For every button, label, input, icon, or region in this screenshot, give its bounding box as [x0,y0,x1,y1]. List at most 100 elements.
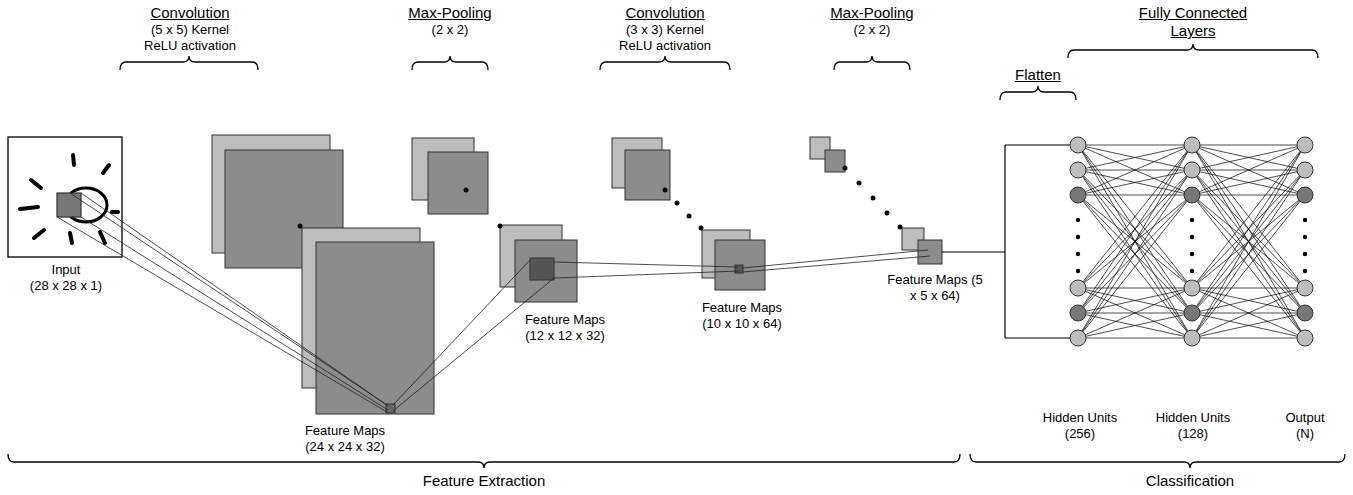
projection-line [393,260,530,405]
projection-line [81,217,388,410]
dot [1076,235,1080,239]
bracket [600,56,730,70]
projection-line [70,193,387,405]
brackets [8,44,1345,468]
dot [1190,235,1194,239]
neuron [1184,187,1200,203]
projection-line [554,271,739,278]
weight-line [1192,288,1305,338]
neuron [1070,330,1086,346]
shape-label: Hidden Units (128) [1148,410,1238,441]
layer-detail: (5 x 5) Kernel ReLU activation [138,22,243,53]
feature-map [918,240,942,264]
dot [898,225,903,230]
feature-map [428,152,488,214]
dot [843,166,848,171]
feature-map [825,150,845,172]
weight-line [1192,338,1305,339]
shape-label: Output (N) [1278,410,1333,441]
section-label: Feature Extraction [374,472,594,490]
flatten-line [1005,144,1070,145]
weight-line [1078,313,1192,338]
weight-line [1192,170,1305,338]
projection-line [743,250,928,268]
projection-line [554,262,738,267]
neuron [1184,137,1200,153]
weight-line [1192,145,1305,338]
bracket [1000,86,1076,100]
sun-ray [34,230,44,238]
sun-ray [103,165,109,173]
layer-heading: Flatten [993,66,1083,84]
shape-label: Hidden Units (256) [1035,410,1125,441]
sun-ray [20,207,38,209]
weight-line [1078,338,1192,339]
maps [212,135,942,414]
brace [970,454,1345,468]
dot [687,214,692,219]
neuron [1070,162,1086,178]
shape-label: Feature Maps (24 x 24 x 32) [295,423,395,454]
flatten-line [942,251,1005,252]
dot [699,226,704,231]
sun-ray [112,210,118,214]
dot [663,188,668,193]
weight-line [1192,195,1305,338]
layer-heading: Fully Connected Layers [1123,4,1263,40]
bracket [1068,44,1318,58]
dot [298,224,303,229]
sun-ray [100,232,105,243]
dot [1190,269,1194,273]
dot [1190,252,1194,256]
layer-heading: Max-Pooling [380,4,520,22]
bracket [120,56,258,70]
dot [498,224,503,229]
neuron [1297,137,1313,153]
dot [1190,218,1194,222]
flatten-line [1004,145,1005,338]
section-label: Classification [1090,472,1290,490]
neuron [1070,187,1086,203]
input-image [8,137,122,257]
layer-detail: (3 x 3) Kernel ReLU activation [613,22,718,53]
feature-map [515,240,577,302]
kernel-patch [530,258,554,280]
brace [8,454,960,468]
projection-line [57,217,387,412]
sun-ray [70,233,72,243]
dot [1303,218,1307,222]
weight-line [1078,170,1192,338]
shape-label: Feature Maps (12 x 12 x 32) [515,312,615,343]
neuron [1297,280,1313,296]
dot [464,188,469,193]
bracket [834,56,910,70]
neuron [1070,137,1086,153]
weight-line [1192,170,1305,338]
dot [1303,235,1307,239]
feature-map [316,242,434,414]
layer-detail: (2 x 2) [400,22,500,38]
weight-line [1192,145,1305,313]
shape-label: Feature Maps (10 x 10 x 64) [692,300,792,331]
layer-heading: Convolution [585,4,745,22]
neuron [1297,330,1313,346]
dot [1076,218,1080,222]
weight-line [1078,145,1192,146]
bracket [412,56,488,70]
input-frame [8,137,122,257]
neuron [1070,305,1086,321]
neuron [1184,305,1200,321]
weight-line [1192,145,1305,313]
weight-line [1192,145,1305,146]
projection-lines [57,145,1070,412]
feature-map [625,150,670,200]
weight-line [1078,195,1192,338]
neuron [1297,162,1313,178]
sun-ray [73,155,74,165]
ellipsis-dots [298,166,903,231]
feature-map [715,240,765,290]
weight-line [1192,313,1305,338]
weight-line [1078,145,1192,313]
neuron [1297,305,1313,321]
